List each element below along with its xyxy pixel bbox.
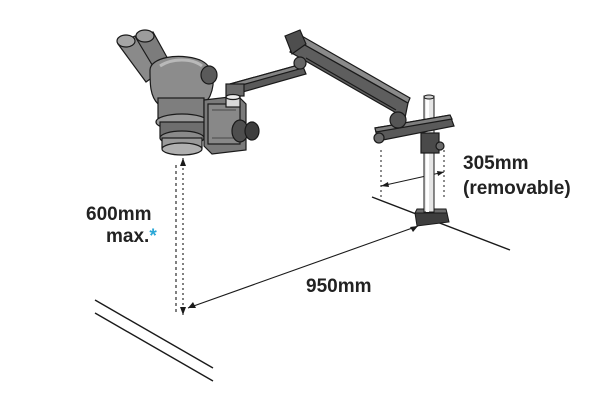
pole-dimension — [380, 150, 445, 200]
stand-pole — [423, 94, 435, 213]
height-value-label: 600mm — [86, 204, 152, 225]
asterisk-marker: * — [149, 226, 157, 247]
height-max-label: max.* — [106, 226, 157, 248]
articulating-arm — [225, 29, 455, 154]
height-note: max. — [106, 226, 150, 247]
pole-removable-label: (removable) — [463, 178, 571, 199]
table-edge — [94, 196, 511, 382]
reach-label: 950mm — [306, 276, 372, 297]
height-dimension — [175, 158, 186, 315]
microscope — [116, 29, 260, 156]
pole-value-label: 305mm — [463, 153, 529, 174]
reach-dimension — [187, 225, 419, 309]
